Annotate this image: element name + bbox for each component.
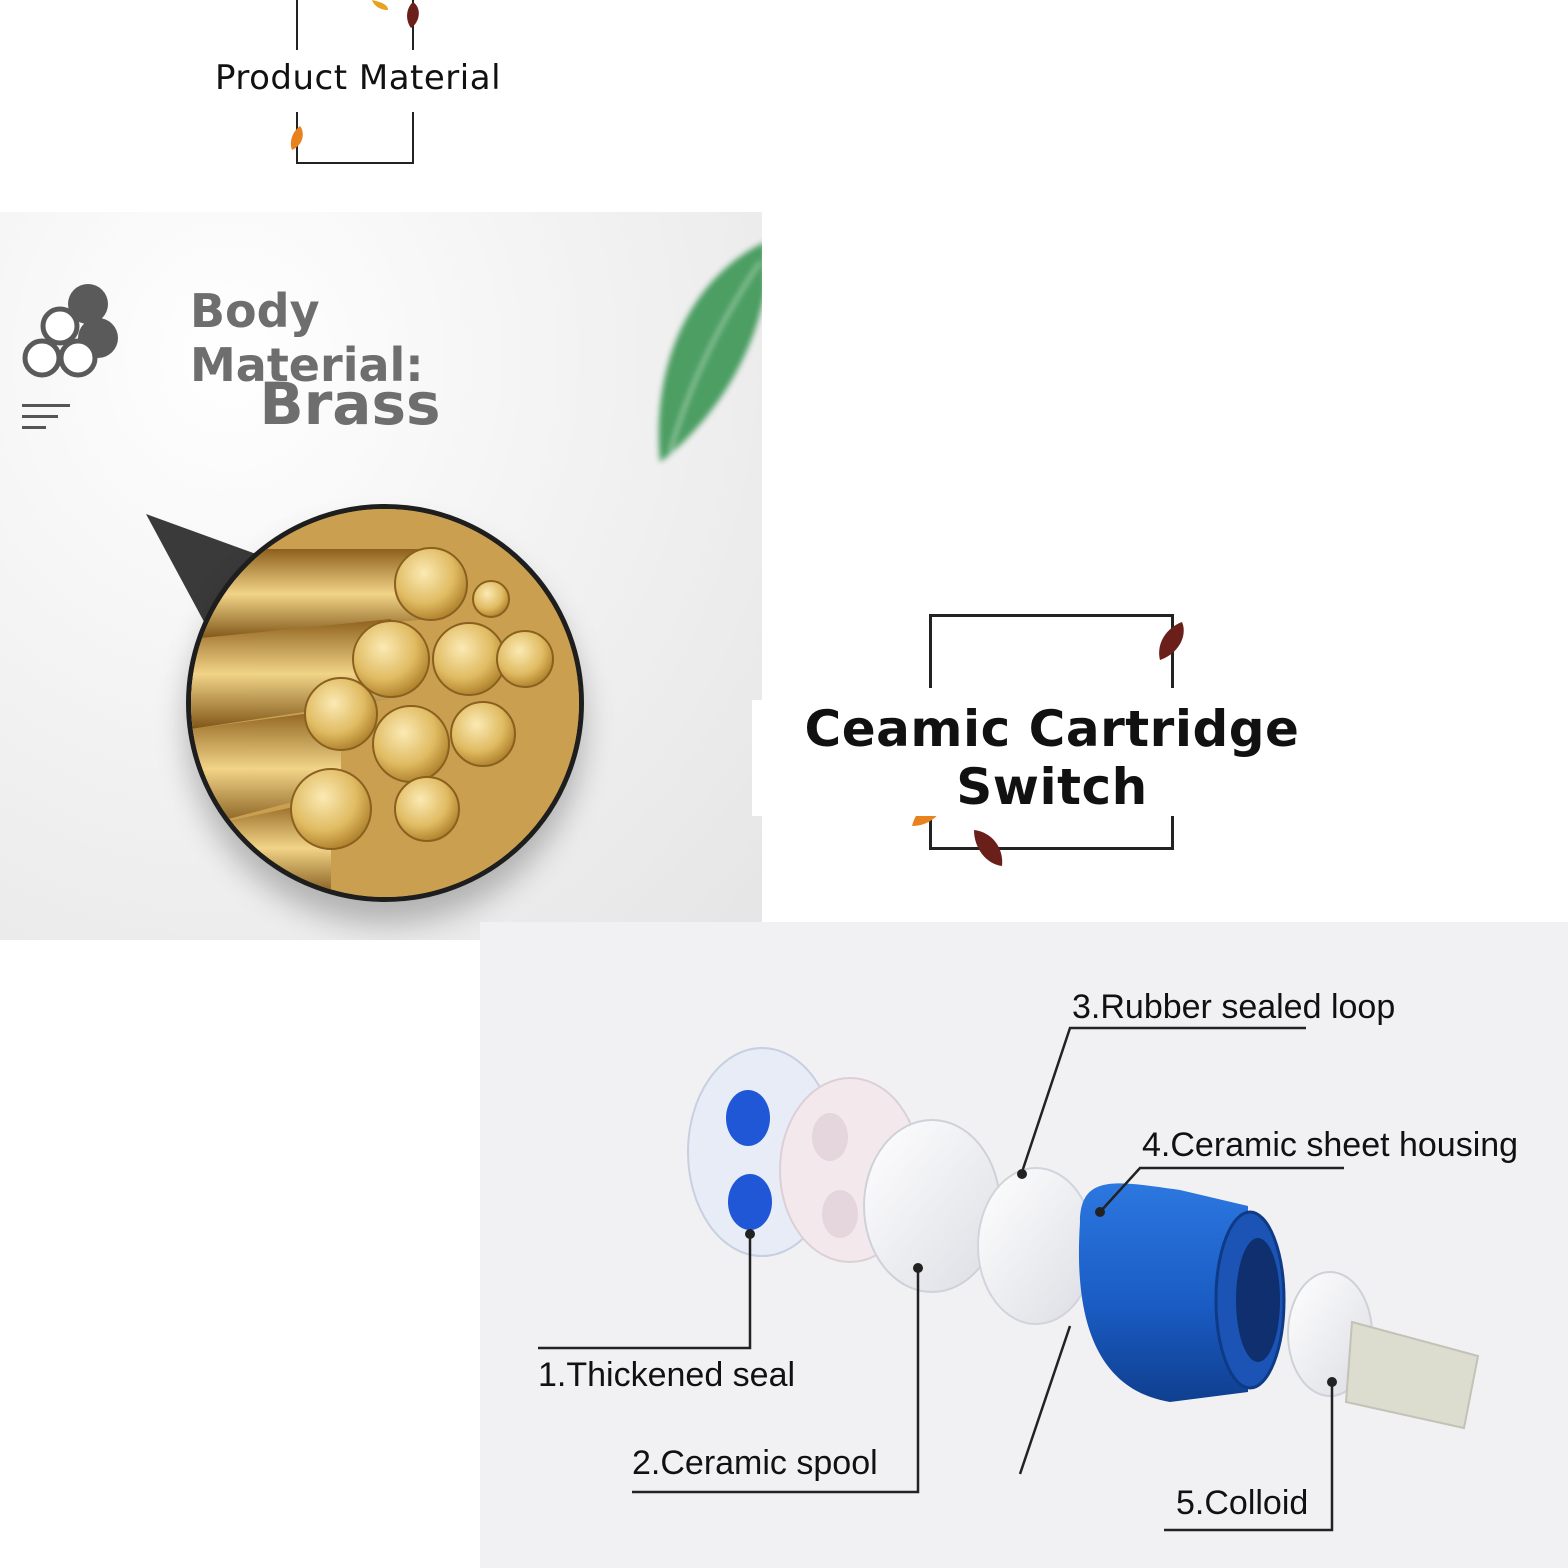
body-material-label: Body Material: xyxy=(190,284,424,392)
brass-rods-image xyxy=(186,504,584,902)
part-label-ceramic-sheet-housing: 4.Ceramic sheet housing xyxy=(1142,1126,1519,1164)
part-label-ceramic-spool: 2.Ceramic spool xyxy=(632,1444,878,1482)
product-material-heading: Product Material xyxy=(208,58,508,98)
leaf-icon xyxy=(974,830,1003,866)
part-label-thickened-seal: 1.Thickened seal xyxy=(538,1356,796,1394)
body-material-panel: Body Material: Brass xyxy=(0,212,762,940)
part-label-rubber-sealed-loop: 3.Rubber sealed loop xyxy=(1072,988,1396,1026)
cartridge-diagram: 1.Thickened seal 2.Ceramic spool 3.Rubbe… xyxy=(480,922,1568,1568)
lines-icon xyxy=(22,404,70,429)
part-label-colloid: 5.Colloid xyxy=(1176,1484,1309,1522)
leaf-icon xyxy=(407,2,419,28)
cartridge-exploded-view xyxy=(538,1026,1480,1532)
circles-stack-icon xyxy=(22,284,118,378)
body-material-value: Brass xyxy=(259,370,441,438)
leaf-icon xyxy=(290,126,303,150)
cartridge-heading: Ceamic Cartridge Switch xyxy=(752,700,1352,816)
leaf-icon xyxy=(1159,622,1184,660)
leaf-icon xyxy=(372,0,388,10)
leaf-icon xyxy=(658,243,762,462)
